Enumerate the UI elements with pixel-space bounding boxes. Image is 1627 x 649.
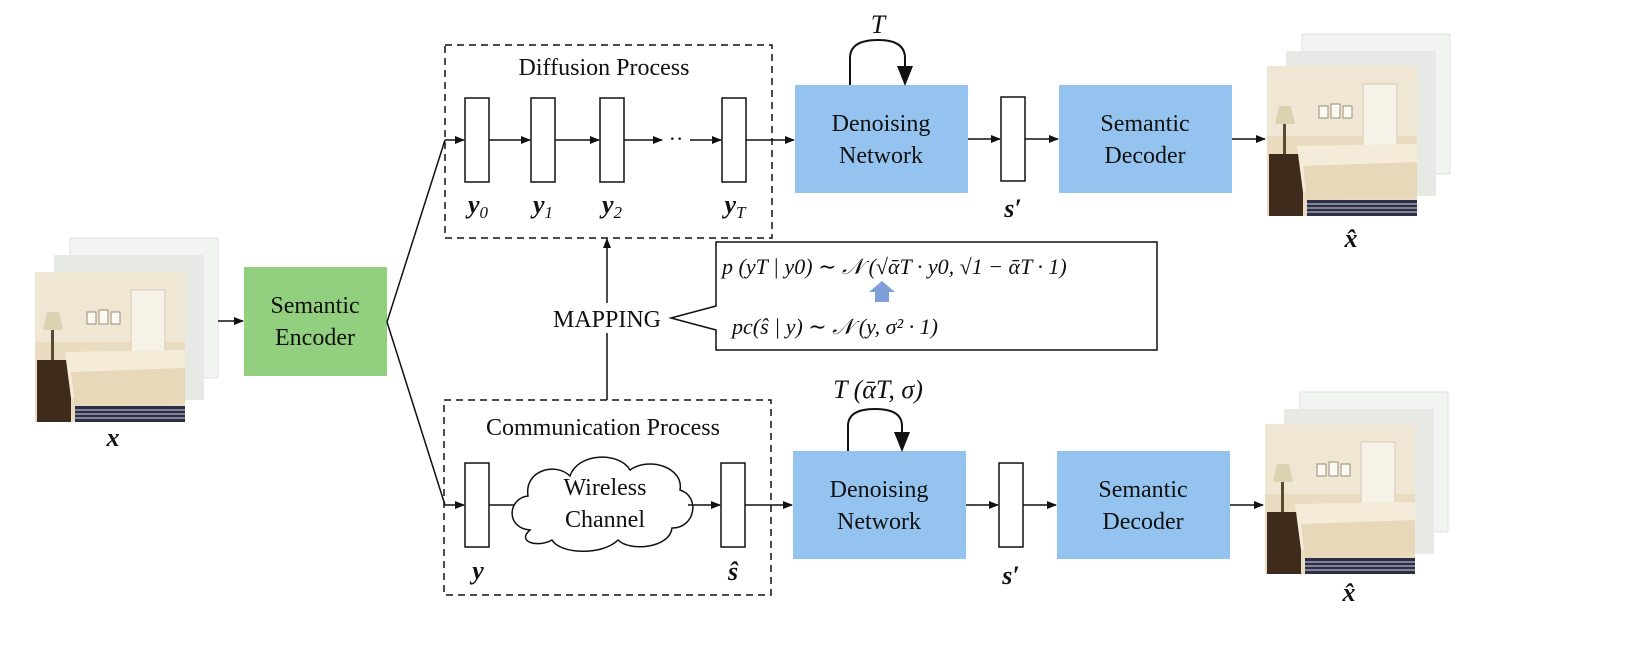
label-s-hat: ŝ <box>727 557 739 586</box>
diffusion-process-frame <box>444 44 773 239</box>
split-line-bottom <box>386 321 446 506</box>
blue-up-arrow-icon <box>869 281 895 302</box>
channel-label-line2: Channel <box>565 507 645 533</box>
denoising-bottom-line2: Network <box>837 509 921 535</box>
bedroom-photo-icon <box>1264 423 1416 575</box>
label-s-prime-bottom: s′ <box>1001 561 1019 590</box>
bedroom-photo-icon <box>1266 65 1418 217</box>
semantic-decoder-bottom <box>1057 451 1230 559</box>
split-line-top <box>386 139 446 323</box>
svg-text:y2: y2 <box>599 190 623 222</box>
loop-label-top: T <box>871 10 887 39</box>
node-y0 <box>464 97 490 183</box>
label-y1: y1 <box>530 190 553 222</box>
decoder-top-line2: Decoder <box>1104 143 1185 169</box>
decoder-bottom-line2: Decoder <box>1102 509 1183 535</box>
communication-process-frame <box>443 399 772 596</box>
node-y2 <box>599 97 625 183</box>
mapping-formula-top: p (yT | y0) ∼ 𝒩 (√ᾱT · y0, √1 − ᾱT · 1) <box>720 254 1067 279</box>
encoder-label-line1: Semantic <box>270 293 359 319</box>
denoising-bottom-line1: Denoising <box>830 477 929 503</box>
wireless-channel-cloud-icon <box>511 456 694 552</box>
decoder-bottom-line1: Semantic <box>1098 477 1187 503</box>
encoder-label-line2: Encoder <box>275 325 355 351</box>
mapping-callout-box <box>668 241 1158 351</box>
output-image-label-bottom: x̂ <box>1342 578 1356 607</box>
decoder-top-line1: Semantic <box>1100 111 1189 137</box>
semantic-decoder-top <box>1059 85 1232 193</box>
output-image-label-top: x̂ <box>1344 224 1358 253</box>
channel-label-line1: Wireless <box>563 475 646 501</box>
bedroom-photo-icon <box>34 271 186 423</box>
denoising-top-line1: Denoising <box>832 111 931 137</box>
label-s-prime-top: s′ <box>1003 194 1021 223</box>
mapping-label-bg <box>545 303 669 333</box>
node-s-prime-bottom <box>998 462 1024 548</box>
communication-process-title: Communication Process <box>486 415 720 441</box>
output-image-stack-bottom <box>1264 391 1449 575</box>
input-image-label: x <box>106 423 120 452</box>
loop-arrow-top <box>849 38 913 86</box>
label-y: y <box>469 556 484 585</box>
node-y <box>464 462 490 548</box>
diffusion-process-title: Diffusion Process <box>519 55 690 81</box>
denoising-top-line2: Network <box>839 143 923 169</box>
loop-arrow-bottom <box>847 407 910 452</box>
mapping-formula-bottom: pc(ŝ | y) ∼ 𝒩 (y, σ² · 1) <box>730 314 938 339</box>
ellipsis-dots: ·· <box>669 126 684 151</box>
node-y1 <box>530 97 556 183</box>
loop-label-bottom: T (ᾱT, σ) <box>833 375 923 404</box>
semantic-encoder-box <box>244 267 387 376</box>
svg-text:y1: y1 <box>530 190 553 222</box>
node-s-hat <box>720 462 746 548</box>
mapping-label: MAPPING <box>553 307 661 333</box>
label-y2: y2 <box>599 190 623 222</box>
node-yT <box>721 97 747 183</box>
output-image-stack-top <box>1266 33 1451 217</box>
label-yT: yT <box>721 190 747 222</box>
svg-text:y0: y0 <box>465 190 489 222</box>
denoising-network-top <box>795 85 968 193</box>
label-y0: y0 <box>465 190 489 222</box>
denoising-network-bottom <box>793 451 966 559</box>
svg-text:yT: yT <box>721 190 747 222</box>
input-image-stack <box>34 237 219 423</box>
node-s-prime-top <box>1000 96 1026 182</box>
